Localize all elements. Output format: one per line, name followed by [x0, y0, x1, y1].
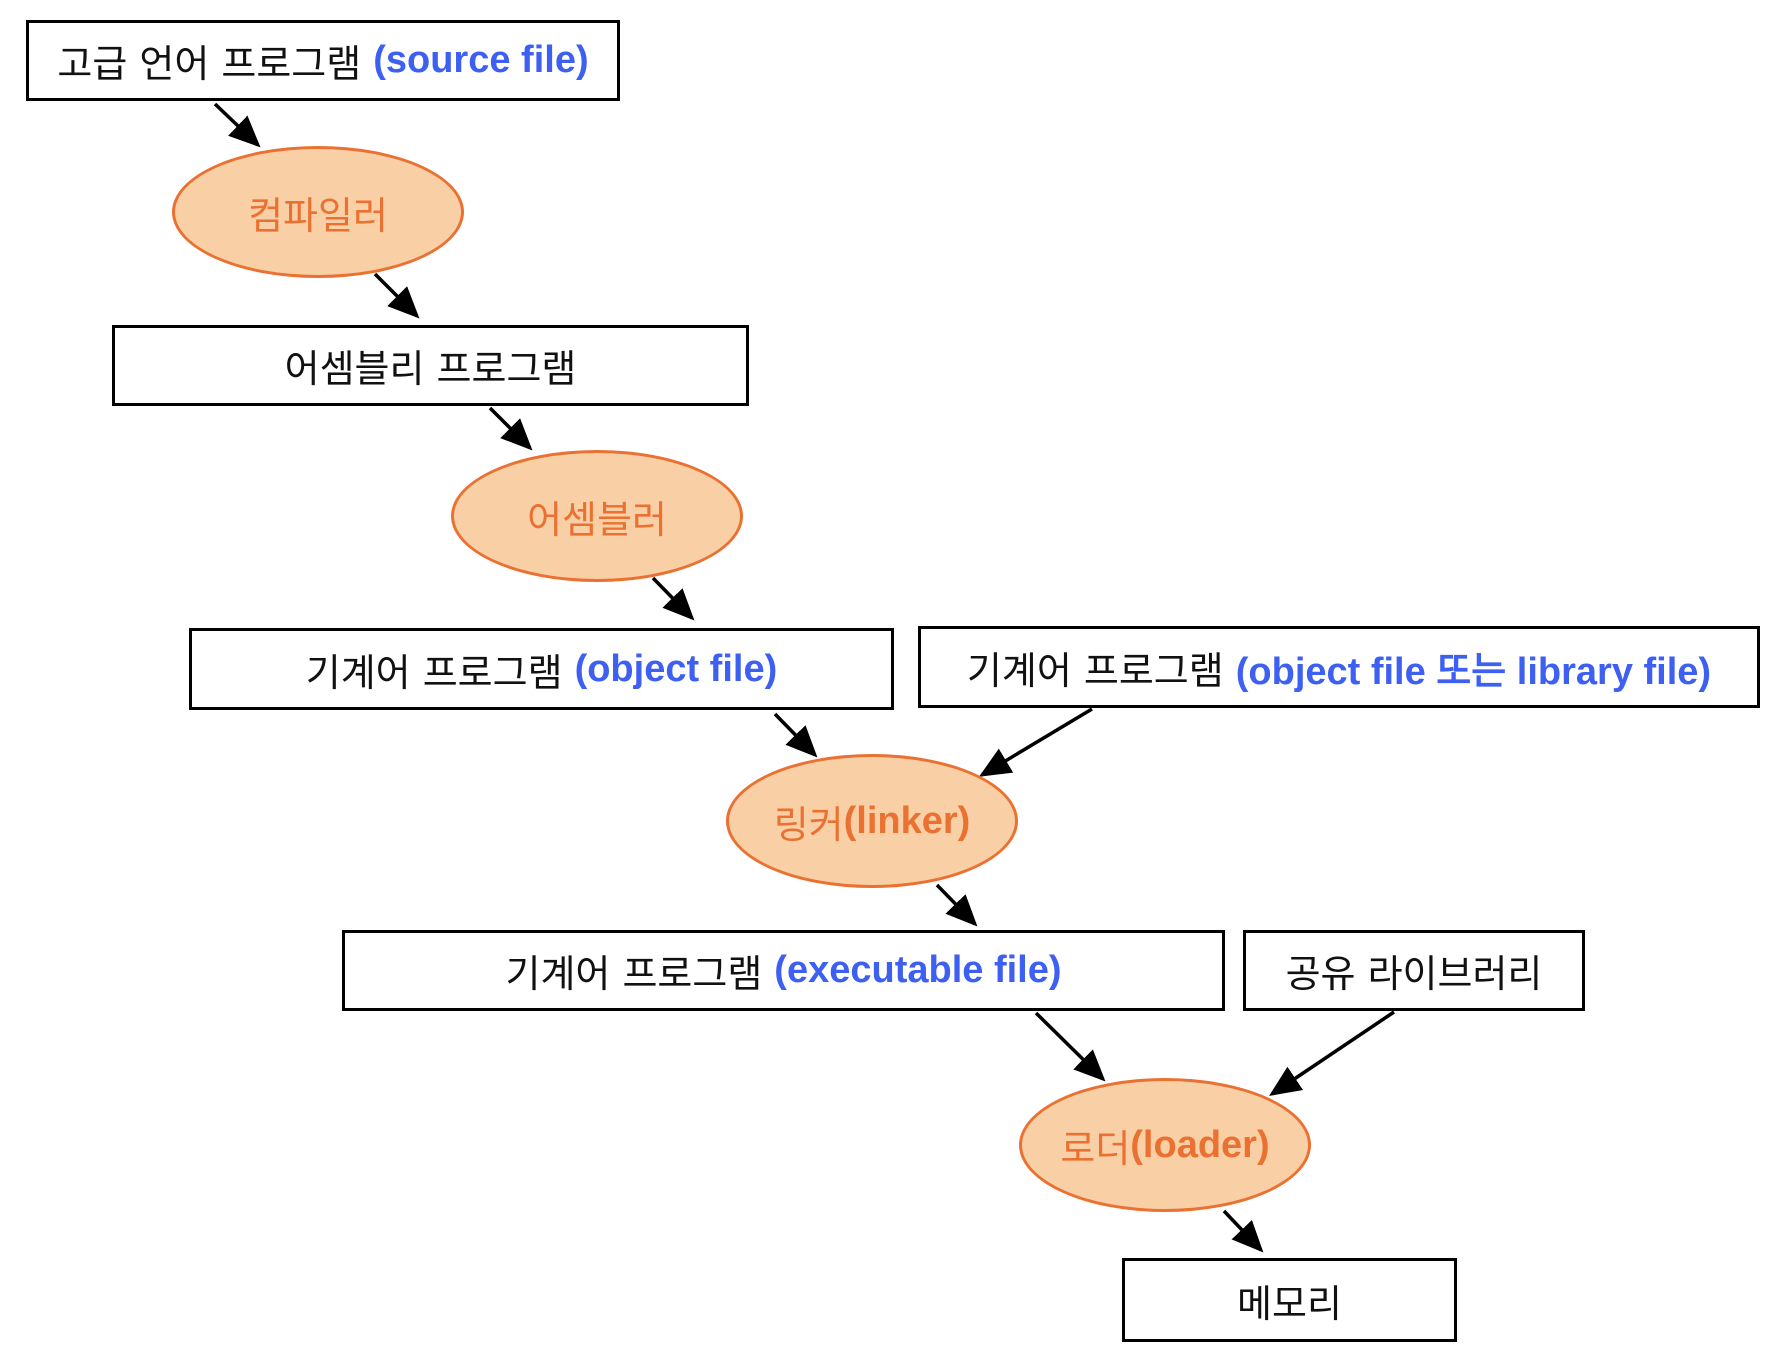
compiler-label: 컴파일러	[248, 193, 388, 238]
loader-label: 로더	[1060, 1126, 1131, 1171]
loader-node: 로더(loader)	[1019, 1078, 1311, 1212]
object-program-note: (object file)	[574, 647, 778, 690]
library-program-label: 기계어 프로그램	[966, 648, 1224, 693]
library-program-note: (object file 또는 library file)	[1235, 650, 1712, 693]
arrow-library-to-linker	[978, 707, 1093, 777]
linker-note: (linker)	[843, 799, 971, 842]
executable-program-box: 기계어 프로그램 (executable file)	[342, 930, 1225, 1011]
arrow-executable-to-loader	[1034, 1011, 1106, 1082]
library-program-box: 기계어 프로그램 (object file 또는 library file)	[918, 626, 1760, 708]
compiler-node: 컴파일러	[172, 146, 464, 278]
executable-program-label: 기계어 프로그램	[505, 952, 763, 996]
object-program-label: 기계어 프로그램	[305, 650, 563, 695]
assembly-program-box: 어셈블리 프로그램	[112, 325, 749, 406]
assembly-program-label: 어셈블리 프로그램	[284, 347, 577, 391]
assembler-node: 어셈블러	[451, 450, 743, 582]
arrow-sharedlib-to-loader	[1269, 1010, 1395, 1096]
executable-program-note: (executable file)	[774, 949, 1062, 991]
object-program-box: 기계어 프로그램 (object file)	[189, 628, 894, 710]
source-program-box: 고급 언어 프로그램 (source file)	[26, 20, 620, 101]
arrow-assembly-to-assembler	[488, 406, 533, 451]
memory-box: 메모리	[1122, 1258, 1457, 1342]
arrow-loader-to-memory	[1222, 1209, 1264, 1253]
arrow-object-to-linker	[773, 712, 818, 758]
source-program-label: 고급 언어 프로그램	[57, 42, 362, 86]
linker-label: 링커	[773, 802, 844, 847]
memory-label: 메모리	[1237, 1281, 1342, 1326]
shared-library-label: 공유 라이브러리	[1285, 952, 1543, 996]
arrow-source-to-compiler	[213, 102, 261, 148]
shared-library-box: 공유 라이브러리	[1243, 930, 1585, 1011]
arrow-assembler-to-object	[651, 576, 695, 621]
source-program-note: (source file)	[373, 39, 589, 81]
linker-node: 링커(linker)	[726, 754, 1018, 888]
arrow-compiler-to-assembly	[373, 272, 420, 319]
assembler-label: 어셈블러	[527, 497, 667, 542]
loader-note: (loader)	[1130, 1123, 1270, 1166]
arrow-linker-to-executable	[935, 883, 978, 927]
